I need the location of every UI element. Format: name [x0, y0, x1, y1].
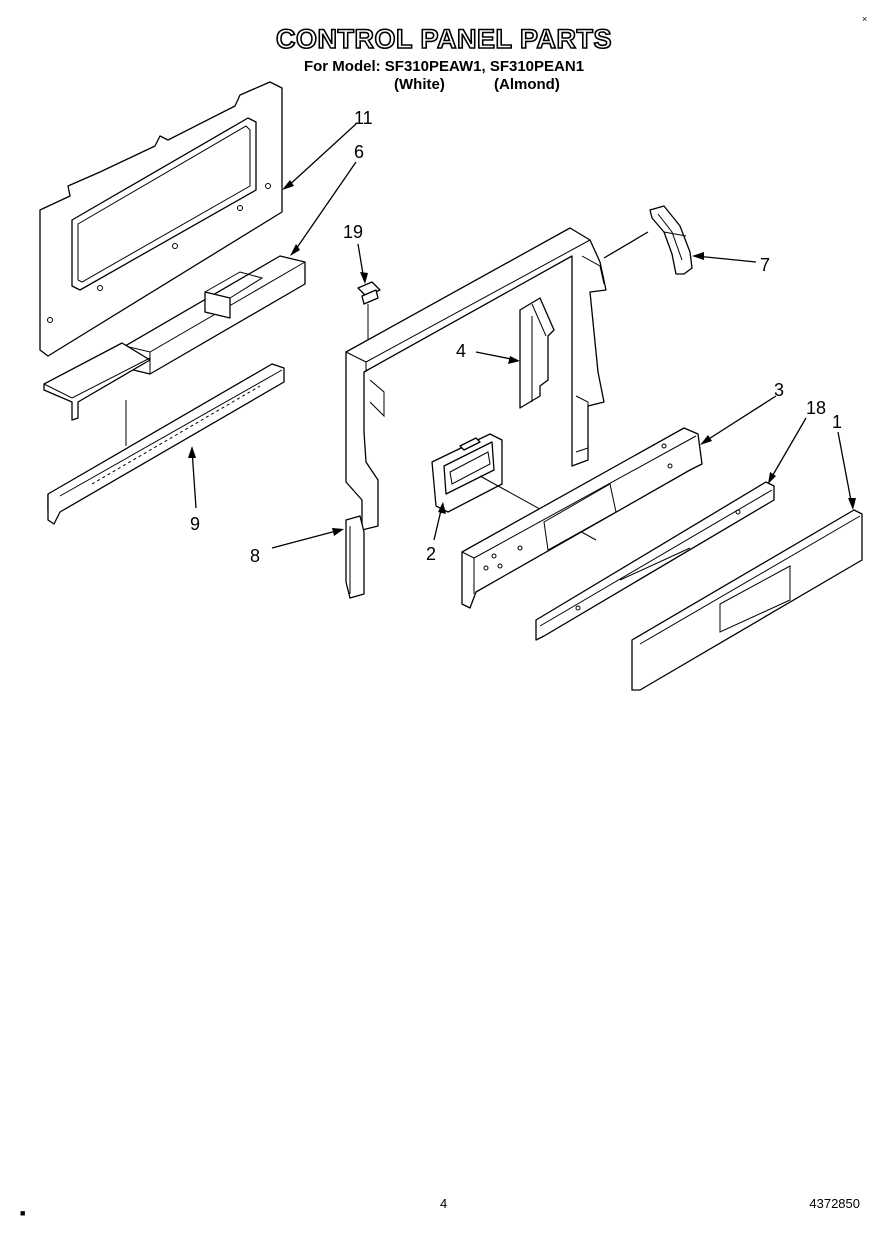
- part-6-insulation: [124, 255, 306, 375]
- callout-9: 9: [190, 514, 200, 534]
- part-4-vertical-bracket: [519, 297, 555, 409]
- part-18-trim-bracket: [535, 481, 775, 641]
- leader-lines: [188, 123, 856, 549]
- part-9-upper-bracket: [43, 342, 151, 446]
- part-19-clip: [357, 281, 381, 350]
- callout-6: 6: [354, 142, 364, 162]
- callout-1: 1: [832, 412, 842, 432]
- callout-19: 19: [343, 222, 363, 242]
- variant-almond-label: (Almond): [494, 76, 560, 93]
- registration-mark-bottom-left: ■: [20, 1208, 26, 1218]
- part-9-vent-strip: [47, 363, 285, 525]
- callout-8: 8: [250, 546, 260, 566]
- part-1-control-panel-face: [631, 509, 863, 691]
- model-subtitle: For Model: SF310PEAW1, SF310PEAN1: [303, 58, 585, 75]
- part-7-end-cap: [649, 205, 693, 275]
- control-panel-frame: [345, 227, 607, 531]
- registration-mark-top-right: ×: [862, 14, 868, 24]
- callout-18: 18: [806, 398, 826, 418]
- part-8-end-trim: [345, 515, 365, 599]
- page-number: 4: [440, 1196, 448, 1211]
- callout-4: 4: [456, 341, 466, 361]
- part-11-mounting-plate: [39, 81, 283, 357]
- callout-3: 3: [774, 380, 784, 400]
- document-number: 4372850: [809, 1196, 860, 1211]
- callout-2: 2: [426, 544, 436, 564]
- callout-7: 7: [760, 255, 770, 275]
- callout-11: 11: [354, 108, 373, 128]
- page-title: CONTROL PANEL PARTS: [275, 23, 613, 55]
- part-3-panel-support: [461, 427, 703, 609]
- variant-white-label: (White): [394, 76, 445, 93]
